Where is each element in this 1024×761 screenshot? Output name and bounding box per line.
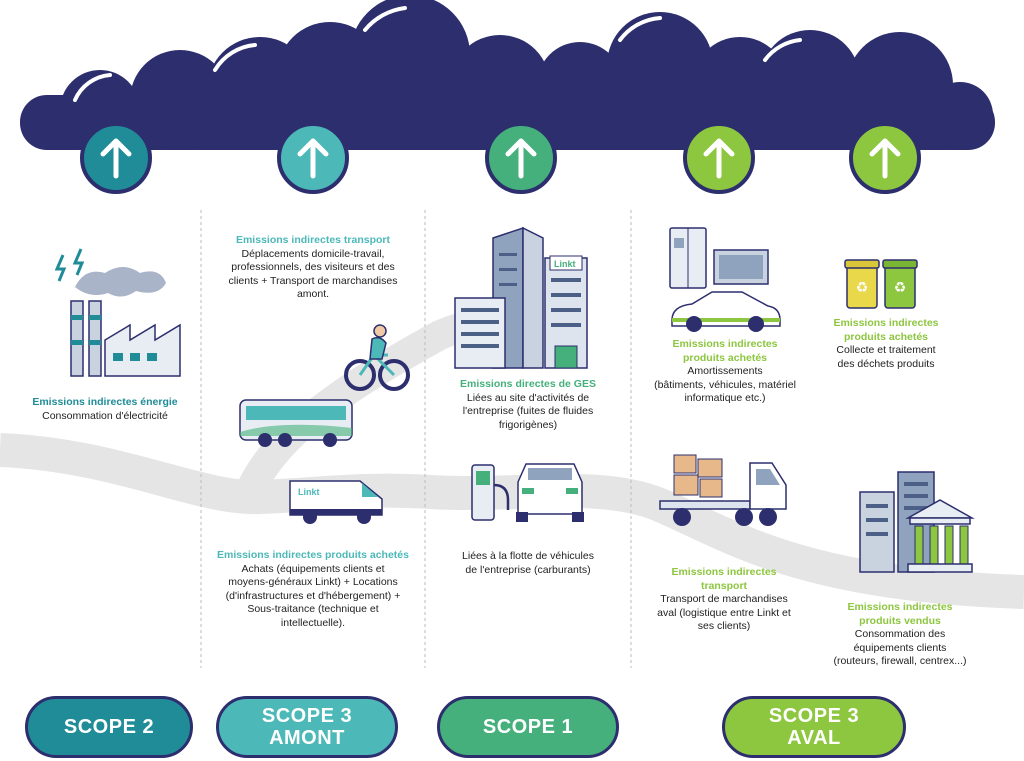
separators [200,210,632,668]
block-transport-aval-line: Transport de marchandises [660,593,788,606]
block-dechets-line: des déchets produits [837,357,935,370]
arrow-up-icon [683,122,755,194]
block-achats-line: Achats (équipements clients et [241,562,385,575]
block-vendus-title: produits vendus [859,614,941,627]
block-achats-line: moyens-généraux Linkt) + Locations [228,576,398,589]
scope-1-button[interactable]: SCOPE 1 [437,696,619,758]
block-dechets-title: Emissions indirectes [833,317,939,329]
scope-3-amont-sublabel: AMONT [269,727,345,749]
bus-icon [239,399,353,447]
block-flotte: Liées à la flotte de véhicules de l'entr… [430,550,626,577]
block-transport-aval-line: aval (logistique entre Linkt et [657,606,791,619]
scope-3-aval-label: SCOPE 3 [768,705,860,727]
van-logo: Linkt [298,487,320,497]
block-amortissements-line: informatique etc.) [684,392,766,405]
block-energie-title: Emissions indirectes énergie [32,396,178,408]
electric-car-icon [671,291,781,332]
block-vendus: Emissions indirectes produits vendus Con… [820,601,980,669]
appliances-icon [669,227,769,289]
block-transport-line: amont. [296,288,330,301]
office-buildings-icon: Linkt [454,226,588,369]
car-icon [516,463,584,522]
block-dechets-line: Collecte et traitement [836,344,936,357]
block-transport-title: Emissions indirectes transport [235,234,391,246]
scope-1-label: SCOPE 1 [482,716,574,738]
scope-3-aval-button[interactable]: SCOPE 3 AVAL [722,696,906,758]
block-amortissements-title: produits achetés [682,351,768,364]
factory-icon [54,248,181,377]
road [0,433,1024,609]
block-transport-aval: Emissions indirectes transport Transport… [636,566,812,634]
block-transport-aval-line: ses clients) [697,620,751,633]
ev-charger-icon [471,464,510,521]
block-achats-title: Emissions indirectes produits achetés [217,549,409,561]
block-vendus-line: Consommation des [854,628,946,641]
institution-buildings-icon [859,471,975,573]
block-ges: Emissions directes de GES Liées au site … [430,378,626,432]
scope-3-aval-sublabel: AVAL [787,727,841,749]
block-transport-aval-title: Emissions indirectes [671,566,777,578]
block-transport: Emissions indirectes transport Déplaceme… [208,234,418,302]
block-flotte-line: de l'entreprise (carburants) [465,563,591,576]
building-logo: Linkt [554,259,576,269]
block-transport-line: clients + Transport de marchandises [228,274,398,287]
block-ges-line: l'entreprise (fuites de fluides [462,405,594,418]
bicycle-icon [344,324,410,391]
block-amortissements-line: Amortissements [687,365,763,378]
block-ges-line: Liées au site d'activités de [466,391,590,404]
block-amortissements-line: (bâtiments, véhicules, matériel [654,378,796,391]
block-vendus-title: Emissions indirectes [847,601,953,613]
block-vendus-line: (routeurs, firewall, centrex...) [833,655,967,668]
block-amortissements-title: Emissions indirectes [672,338,778,350]
block-vendus-line: équipements clients [853,641,947,654]
delivery-truck-icon [659,454,787,526]
block-achats: Emissions indirectes produits achetés Ac… [206,549,420,631]
svg-text:♻: ♻ [856,280,869,296]
van-icon: Linkt [289,480,383,524]
block-achats-line: Sous-traitance (technique et [247,603,379,616]
svg-text:♻: ♻ [894,280,907,296]
block-energie-body: Consommation d'électricité [42,409,168,422]
block-transport-line: Déplacements domicile-travail, [241,247,385,260]
block-dechets-title: produits achetés [843,330,929,343]
block-dechets: Emissions indirectes produits achetés Co… [814,317,958,371]
block-energie: Emissions indirectes énergie Consommatio… [20,396,190,423]
block-ges-line: frigorigènes) [498,418,558,431]
block-transport-line: professionnels, des visiteurs et des [231,261,395,274]
block-achats-line: intellectuelle). [280,616,346,629]
scope-2-button[interactable]: SCOPE 2 [25,696,193,758]
arrow-up-icon [849,122,921,194]
block-amortissements: Emissions indirectes produits achetés Am… [636,338,814,406]
recycling-bins-icon: ♻ ♻ [844,259,918,309]
scope-3-amont-label: SCOPE 3 [261,705,353,727]
block-transport-aval-title: transport [700,579,748,592]
block-achats-line: (d'infrastructures et d'hébergement) + [225,589,401,602]
arrow-up-icon [485,122,557,194]
block-flotte-line: Liées à la flotte de véhicules [462,550,594,562]
arrow-up-icon [277,122,349,194]
scope-2-label: SCOPE 2 [63,716,155,738]
scope-3-amont-button[interactable]: SCOPE 3 AMONT [216,696,398,758]
arrow-up-icon [80,122,152,194]
block-ges-title: Emissions directes de GES [460,378,596,390]
